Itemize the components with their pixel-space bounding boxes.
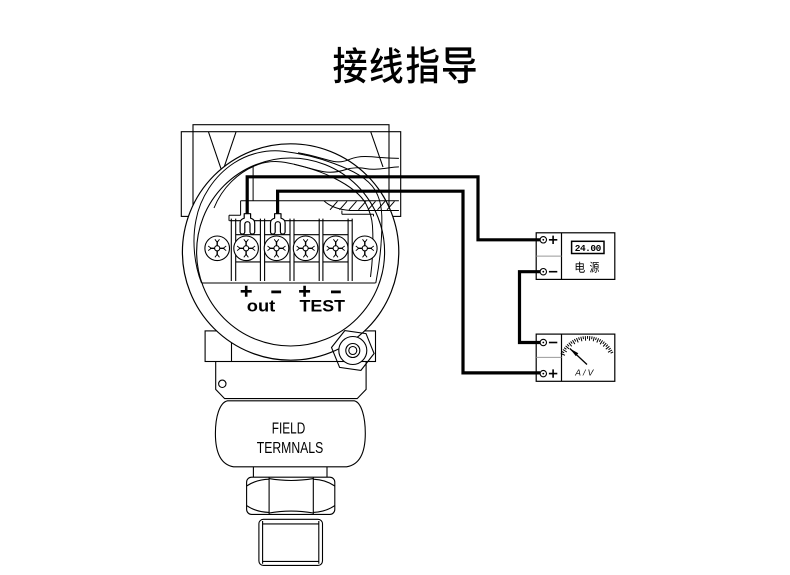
svg-text:TEST: TEST [300, 296, 346, 315]
svg-text:TERMNALS: TERMNALS [257, 440, 324, 457]
svg-text:24.00: 24.00 [575, 243, 602, 254]
svg-text:FIELD: FIELD [272, 421, 306, 438]
svg-text:out: out [247, 296, 276, 315]
svg-text:A / V: A / V [574, 367, 594, 377]
